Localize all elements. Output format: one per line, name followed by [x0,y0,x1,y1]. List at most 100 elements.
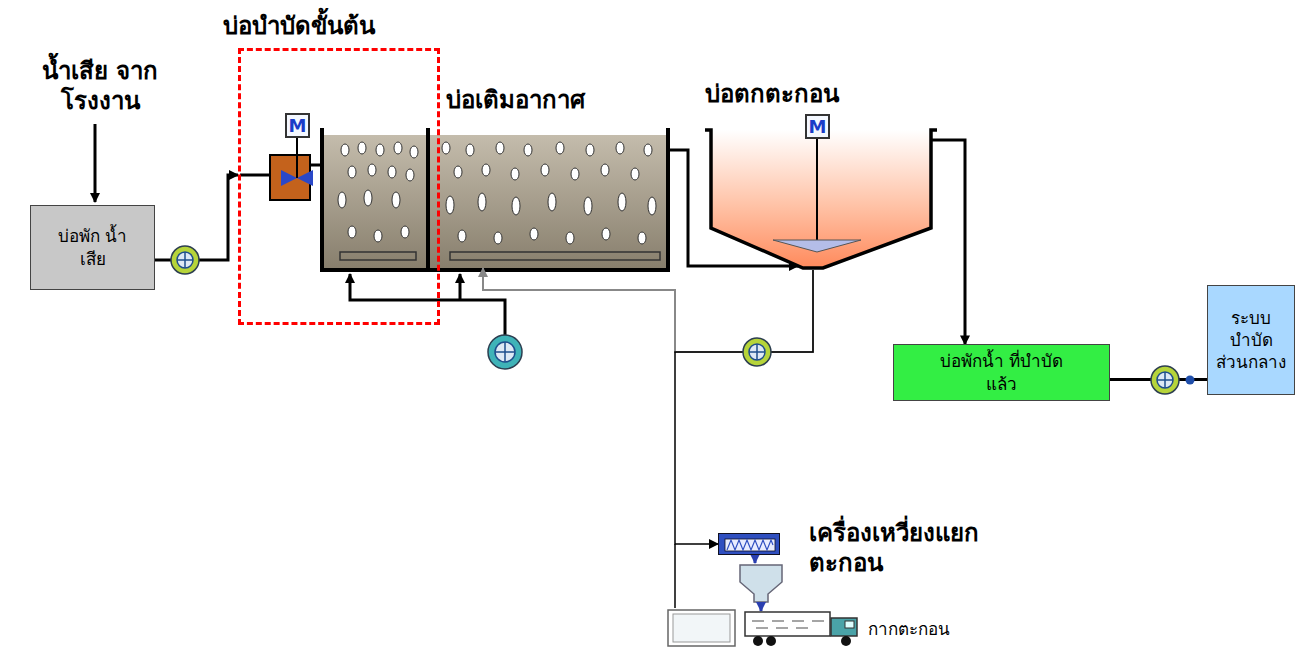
centrifuge-drum [725,539,775,551]
motor-label: M [805,114,830,139]
air-bubbles-part [368,164,376,176]
sludge-cake-label: กากตะกอน [868,619,950,640]
motor-label: M [285,113,310,138]
clarifier-tank: บ่อตกตะกอน [705,128,937,270]
air-bubbles-part [394,142,402,154]
box-label: บ่อพักน้ำ ที่บำบัดแล้ว [937,350,1067,394]
source-label: น้ำเสีย จากโรงงาน [15,56,185,116]
tank-walls-part [322,128,668,270]
feed-pipe [240,174,270,177]
pump-symbol [743,338,771,366]
air-bubbles-part [478,193,486,211]
sludge-truck-part [745,612,830,636]
air-bubbles [338,142,656,244]
box-label: บ่อพัก น้ำเสีย [53,225,133,269]
sludge-truck-part [845,621,854,628]
air-bubbles-part [338,192,346,208]
air-bubbles-part [530,228,538,240]
air-bubbles-part [348,226,356,238]
air-bubbles-part [602,228,610,240]
air-bubbles-part [556,142,564,154]
air-bubbles-part [648,197,656,215]
air-pipes-part [350,274,505,336]
sludge-truck-part [766,636,776,646]
air-bubbles-part [601,164,609,176]
diffusers-part [450,252,660,260]
clarifier-outline [705,128,937,270]
air-bubbles-part [586,144,594,156]
pump-symbol-part [743,338,771,366]
sludge-truck-part [753,636,763,646]
sludge-truck-part [752,621,824,628]
tank-walls [322,128,668,270]
air-bubbles-part [364,190,372,206]
air-bubbles-part [511,168,519,180]
air-bubbles-part [454,166,462,178]
clarifier-water [711,130,931,268]
mixer-shaft [296,138,298,178]
pretreatment-region: บ่อบำบัดขั้นต้น [238,48,440,325]
clarifier-wall [705,130,937,268]
air-bubbles-part [566,232,574,244]
diffusers [340,252,660,260]
inflow-arrow [94,124,97,202]
pump-symbol-part [171,246,199,274]
hopper-arrow [760,602,763,611]
air-bubbles-part [524,144,532,156]
air-bubbles-part [571,168,579,180]
pump-symbol-part [177,252,193,268]
sludge-scraper [773,240,861,252]
tank-heading: บ่อเติมอากาศ [446,85,585,115]
pump-symbol-part [1151,366,1179,394]
sludge-hopper [740,565,782,602]
air-bubbles-part [644,144,652,156]
pump-symbol-part [1157,372,1173,388]
sludge-truck-part [831,618,857,636]
tank-heading: เครื่องเหวี่ยงแยก ตะกอน [809,518,1019,578]
air-pipes-part [459,274,462,300]
central-treatment-box: ระบบ บำบัด ส่วนกลาง [1207,285,1295,395]
pump-symbol-part [749,344,765,360]
air-bubbles-part [616,142,624,154]
centrifuge-screw [727,540,773,550]
blower-symbol-part [495,342,515,362]
air-bubbles-part [401,226,409,238]
diffusers-part [340,252,416,260]
air-bubbles-part [358,142,366,154]
clarifier-shaft [816,128,818,240]
air-bubbles-part [374,230,382,242]
air-bubbles-part [376,144,384,156]
air-bubbles-part [406,169,414,181]
centrifuge: เครื่องเหวี่ยงแยก ตะกอน [718,533,780,555]
centrifuge-outline [719,534,779,554]
pump-symbol-part [749,344,765,360]
air-bubbles-part [446,196,454,214]
mixer-outlet-pipe [310,164,322,167]
pump-symbol [1151,366,1179,394]
air-bubbles-part [482,164,490,176]
blower-symbol [488,335,522,369]
flow-meter-dot [1186,376,1195,385]
air-bubbles-part [388,166,396,178]
pipe-connector [675,270,813,544]
air-bubbles-part [466,144,474,156]
pump-symbol-part [177,252,193,268]
air-bubbles-part [348,166,356,178]
pipe-connector [155,175,238,260]
sludge-truck-part [841,636,851,646]
air-bubbles-part [512,197,520,215]
tank-heading: บ่อตกตะกอน [705,79,839,109]
treated-water-box: บ่อพักน้ำ ที่บำบัดแล้ว [893,344,1110,400]
air-pipes [350,274,505,336]
tank-water [322,135,668,270]
air-bubbles-part [341,144,349,156]
box-label: ระบบ บำบัด ส่วนกลาง [1214,307,1288,373]
sludge-drop-arrow [754,556,757,563]
holding-tank-box: บ่อพัก น้ำเสีย [30,205,155,290]
air-bubbles-part [494,232,502,244]
tank-walls-part [426,128,430,270]
filtrate-container-inner [673,614,730,642]
